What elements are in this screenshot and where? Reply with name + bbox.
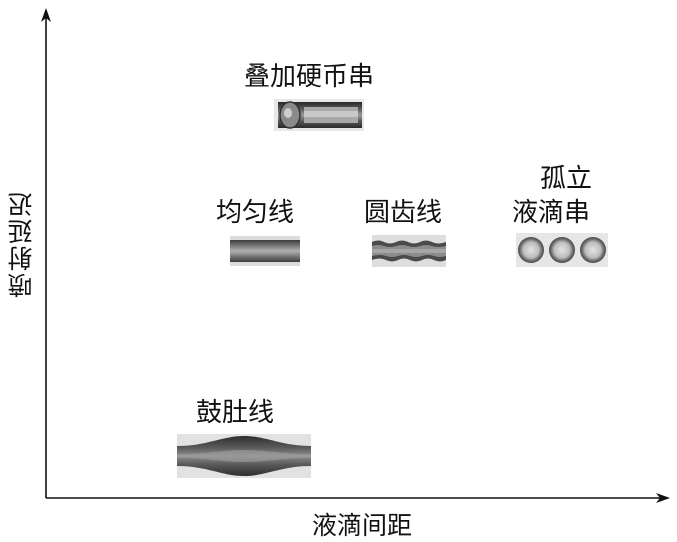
regime-label-isolated-line1: 孤立: [526, 164, 606, 194]
isolated-droplets-swatch: [516, 233, 608, 267]
y-axis-title: 喷射延迟: [4, 190, 40, 298]
regime-label-uniform-line: 均匀线: [216, 198, 294, 228]
regime-label-isolated-line2: 液滴串: [512, 198, 590, 228]
bulging-line-swatch: [177, 434, 311, 478]
regime-label-bulging-line: 鼓肚线: [196, 398, 274, 428]
x-axis-title: 液滴间距: [312, 506, 412, 542]
stacked-coins-swatch: [274, 99, 364, 131]
regime-label-stacked-coins: 叠加硬币串: [244, 62, 374, 92]
uniform-line-swatch: [230, 236, 300, 266]
scalloped-line-swatch: [372, 235, 446, 267]
regime-label-scalloped-line: 圆齿线: [364, 198, 442, 228]
